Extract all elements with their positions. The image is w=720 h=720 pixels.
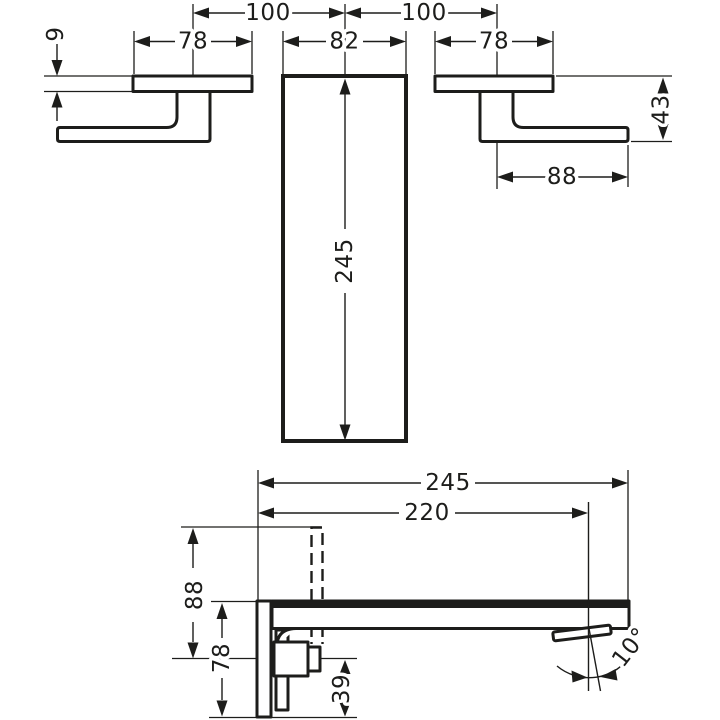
arrowhead xyxy=(390,36,406,47)
arrowhead xyxy=(612,477,628,489)
ext-78-left xyxy=(133,31,253,74)
arrowhead xyxy=(339,660,351,674)
arrowhead xyxy=(339,78,351,95)
arrowhead xyxy=(187,528,199,544)
dim-78-right-label: 78 xyxy=(479,29,509,55)
ext-43 xyxy=(556,75,672,143)
dim-88-right-label: 88 xyxy=(547,164,577,190)
dim-78-left-label: 78 xyxy=(178,29,208,55)
arrowhead xyxy=(481,7,497,19)
arrowhead xyxy=(329,7,345,19)
arrowhead xyxy=(51,91,63,108)
dim-78-side-label: 78 xyxy=(209,643,235,673)
dim-39-label: 39 xyxy=(329,674,355,704)
arrowhead xyxy=(216,603,228,619)
ext-82 xyxy=(282,31,407,74)
arrowhead xyxy=(236,36,252,47)
dim-100-left-label: 100 xyxy=(245,0,290,26)
dim-angle-label: 10° xyxy=(607,623,654,672)
dim-43-label: 43 xyxy=(649,94,675,124)
angle-slanted-line xyxy=(588,628,602,692)
arrowhead xyxy=(339,424,351,441)
arrowhead xyxy=(497,171,513,183)
arrowhead xyxy=(657,77,669,94)
dim-82-label: 82 xyxy=(329,29,359,55)
arrowhead xyxy=(339,702,351,717)
handle-escutcheon-left xyxy=(131,74,254,93)
arrowhead xyxy=(258,477,274,489)
dim-88-side-label: 88 xyxy=(182,580,208,610)
dim-245-side-label: 245 xyxy=(425,470,470,496)
arrowhead xyxy=(657,124,669,140)
arrowhead xyxy=(435,36,451,47)
supply-block xyxy=(272,640,310,678)
arrowhead xyxy=(283,36,299,47)
hidden-supply-pipe-lower xyxy=(310,630,324,644)
wall-escutcheon-side xyxy=(255,599,273,719)
arrowhead xyxy=(612,171,628,183)
aerator xyxy=(551,623,613,643)
dim-220-label: 220 xyxy=(404,500,449,526)
handle-lever-right xyxy=(478,91,630,143)
supply-block-step xyxy=(306,645,322,673)
dim-245-front-label: 245 xyxy=(332,238,358,283)
dim-9-label: 9 xyxy=(43,26,69,41)
handle-escutcheon-right xyxy=(433,74,555,93)
dim-100-right-label: 100 xyxy=(401,0,446,26)
front-view: 100 100 78 82 78 9 245 43 88 xyxy=(40,0,678,443)
arrowhead xyxy=(537,36,553,47)
ext-78-right xyxy=(434,31,554,74)
hidden-supply-pipe xyxy=(310,526,324,601)
spout-top-edge xyxy=(272,601,629,608)
arrowhead xyxy=(134,36,150,47)
arrowhead xyxy=(51,60,63,76)
arrowhead xyxy=(600,669,618,681)
arrowhead xyxy=(216,700,228,717)
arrowhead xyxy=(345,7,361,19)
arrowhead xyxy=(193,7,209,19)
side-view: 245 220 88 78 39 10° xyxy=(172,467,657,719)
arrowhead xyxy=(187,642,199,659)
angle-arc xyxy=(556,654,632,679)
arrowhead xyxy=(571,670,588,683)
handle-lever-left xyxy=(56,91,212,143)
ext-9 xyxy=(44,75,132,93)
arrowhead xyxy=(572,507,588,519)
arrowhead xyxy=(258,507,274,519)
